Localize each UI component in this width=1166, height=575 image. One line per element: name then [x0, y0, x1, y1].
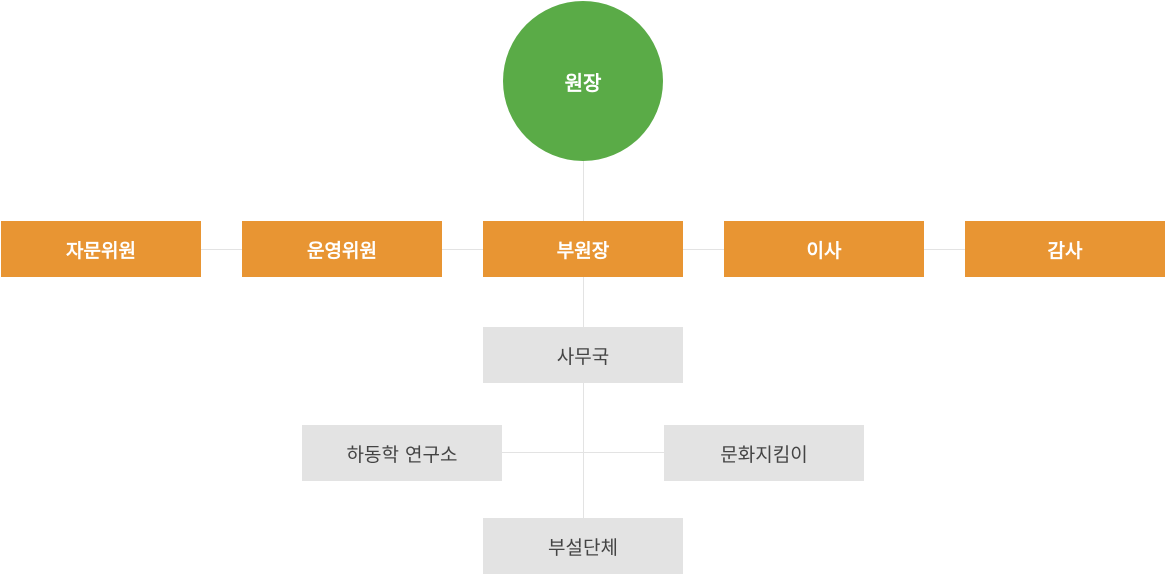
node-research-institute-label: 하동학 연구소 [346, 443, 458, 466]
node-auditor: 감사 [965, 221, 1165, 277]
node-auditor-label: 감사 [1047, 239, 1083, 262]
node-advisory-committee-label: 자문위원 [66, 239, 136, 262]
node-board-directors: 이사 [724, 221, 924, 277]
node-affiliated-organizations: 부설단체 [483, 518, 683, 574]
connector-head-to-vice [583, 160, 584, 222]
node-affiliated-organizations-label: 부설단체 [548, 536, 618, 559]
connector-vice-to-bottom [583, 277, 584, 519]
node-vice-director: 부원장 [483, 221, 683, 277]
node-secretariat-label: 사무국 [556, 345, 610, 368]
node-culture-keepers-label: 문화지킴이 [720, 443, 808, 466]
node-steering-committee-label: 운영위원 [307, 239, 377, 262]
node-board-directors-label: 이사 [806, 239, 842, 262]
node-advisory-committee: 자문위원 [1, 221, 201, 277]
node-director: 원장 [503, 1, 663, 161]
node-vice-director-label: 부원장 [556, 239, 610, 262]
connector-units-horizontal [501, 452, 665, 453]
node-steering-committee: 운영위원 [242, 221, 442, 277]
node-culture-keepers: 문화지킴이 [664, 425, 864, 481]
node-research-institute: 하동학 연구소 [302, 425, 502, 481]
node-director-label: 원장 [564, 70, 602, 95]
node-secretariat: 사무국 [483, 327, 683, 383]
